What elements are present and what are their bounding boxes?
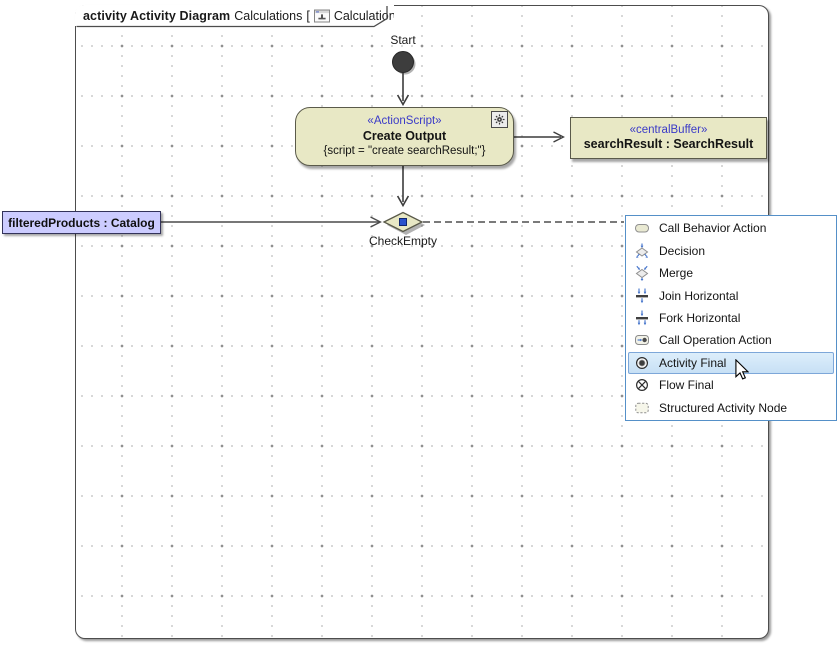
- menu-item-label: Call Operation Action: [659, 333, 772, 348]
- activity-final-icon: [635, 356, 649, 369]
- menu-item-call-operation-action[interactable]: Call Operation Action: [628, 329, 834, 351]
- frame-heading[interactable]: activity Activity Diagram Calculations […: [75, 5, 394, 26]
- start-label: Start: [390, 33, 416, 47]
- diagram-icon: [314, 9, 330, 23]
- call-behavior-action-icon: [635, 224, 649, 233]
- object-node-label[interactable]: filteredProducts : Catalog: [2, 211, 161, 234]
- structured-activity-node-icon: [635, 402, 649, 414]
- menu-item-label: Fork Horizontal: [659, 310, 741, 325]
- decision-icon: [635, 243, 649, 258]
- menu-item-structured-activity-node[interactable]: Structured Activity Node: [628, 397, 834, 419]
- frame-heading-name: Calculations: [234, 8, 303, 23]
- call-operation-action-icon: [635, 335, 649, 346]
- frame-heading-keyword: activity Activity Diagram: [83, 8, 231, 23]
- decision-label: CheckEmpty: [368, 234, 438, 248]
- menu-item-decision[interactable]: Decision: [628, 239, 834, 261]
- frame-heading-bracket-open: [: [306, 8, 310, 23]
- menu-item-join-horizontal[interactable]: Join Horizontal: [628, 284, 834, 306]
- menu-item-label: Flow Final: [659, 378, 714, 393]
- menu-item-fork-horizontal[interactable]: Fork Horizontal: [628, 307, 834, 329]
- join-horizontal-icon: [636, 288, 648, 303]
- menu-item-call-behavior-action[interactable]: Call Behavior Action: [628, 217, 834, 239]
- merge-icon: [635, 265, 649, 282]
- menu-item-label: Merge: [659, 266, 694, 281]
- buffer-stereotype: «centralBuffer»: [629, 124, 708, 136]
- menu-item-label: Structured Activity Node: [659, 400, 788, 415]
- mouse-cursor: [735, 359, 749, 380]
- central-buffer-node[interactable]: «centralBuffer» searchResult : SearchRes…: [570, 117, 767, 159]
- menu-item-label: Decision: [659, 243, 706, 258]
- action-stereotype: «ActionScript»: [367, 115, 442, 128]
- flow-final-icon: [635, 379, 649, 392]
- action-node-create-output[interactable]: «ActionScript» Create Output {script = "…: [295, 107, 514, 166]
- menu-item-activity-final[interactable]: Activity Final: [628, 351, 834, 375]
- menu-item-label: Call Behavior Action: [659, 221, 767, 236]
- menu-item-merge[interactable]: Merge: [628, 262, 834, 284]
- menu-item-flow-final[interactable]: Flow Final: [628, 374, 834, 396]
- element-type-popup: Call Behavior Action Decision Merge: [625, 215, 837, 421]
- action-behavior-icon: [491, 111, 508, 128]
- fork-horizontal-icon: [636, 310, 648, 326]
- action-script-body: {script = "create searchResult;"}: [323, 145, 486, 158]
- menu-item-label: Activity Final: [659, 355, 727, 370]
- buffer-name: searchResult : SearchResult: [583, 137, 754, 152]
- action-name: Create Output: [362, 128, 447, 143]
- menu-item-label: Join Horizontal: [659, 288, 739, 303]
